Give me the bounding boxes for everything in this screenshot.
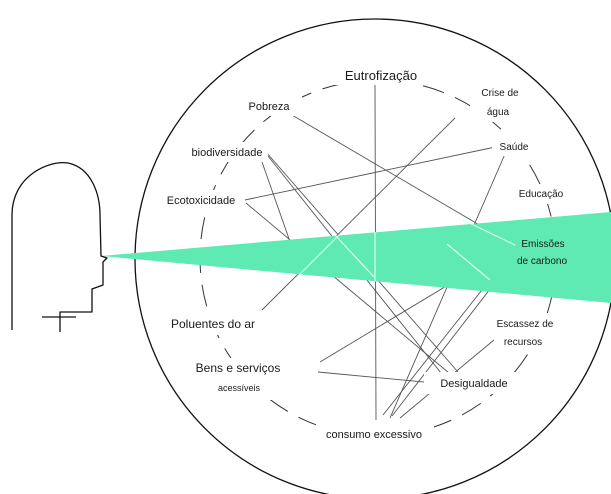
label-backgrounds [160,63,568,445]
node-desigualdade: Desigualdade [440,378,507,390]
node-poluentes: Poluentes do ar [171,317,255,331]
node-crise-de-agua-line1: Crise de [481,88,519,99]
node-educacao: Educação [519,189,564,200]
link-crise-poluentes [261,117,456,311]
link-bens-desigualdade [317,371,446,385]
node-escassez-line2: recursos [504,337,542,348]
node-ecotoxicidade: Ecotoxicidade [167,195,236,207]
node-pobreza: Pobreza [249,101,291,113]
node-eutrofizacao: Eutrofização [345,68,417,83]
node-emissoes-line2: de carbono [517,256,567,267]
link-ecotoxicidade-saude [244,145,501,201]
beam-crossing-lines [295,219,516,282]
node-bens-line1: Bens e serviços [196,361,281,375]
node-saude: Saúde [500,142,529,153]
node-bens-line2: acessíveis [218,383,261,393]
node-biodiversidade: biodiversidade [192,147,263,159]
node-escassez-line1: Escassez de [497,319,554,330]
node-emissoes-line1: Emissões [521,239,564,250]
head-profile-icon [11,161,108,332]
node-consumo: consumo excessivo [326,429,422,441]
link-pobreza-desigualdade [279,107,506,241]
node-crise-de-agua-line2: água [487,107,510,118]
